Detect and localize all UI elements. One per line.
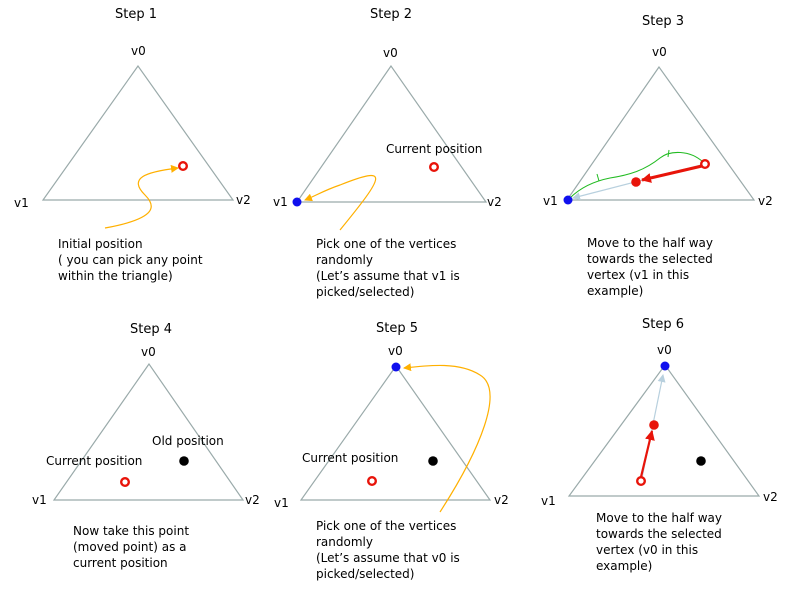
vertex-label-v1: v1 (273, 195, 288, 209)
selected-vertex-v0 (391, 362, 401, 372)
current-position-label: Current position (302, 451, 398, 465)
caption: Now take this point (moved point) as a c… (73, 524, 193, 570)
move-arrow (641, 164, 703, 183)
triangle (299, 364, 492, 501)
step-title: Step 3 (642, 14, 684, 29)
vertex-label-v0: v0 (383, 46, 398, 60)
current-point (367, 476, 378, 487)
hint-arrow (304, 174, 377, 231)
step-1-panel: Step 1 v0 v1 v2 Initial position ( you c… (14, 7, 251, 283)
old-point (636, 476, 647, 487)
new-point (631, 177, 641, 187)
caption: Initial position ( you can pick any poin… (58, 237, 206, 283)
previous-old-point (696, 456, 706, 466)
old-point (428, 456, 438, 466)
step-title: Step 2 (370, 7, 412, 22)
vertex-label-v1: v1 (543, 194, 558, 208)
selected-vertex-v1 (292, 197, 302, 207)
vertex-label-v2: v2 (245, 493, 260, 507)
caption: Pick one of the vertices randomly (Let’s… (316, 237, 464, 299)
vertex-label-v1: v1 (274, 496, 289, 510)
new-point (649, 420, 659, 430)
current-point (177, 160, 188, 171)
step-title: Step 4 (130, 322, 172, 337)
vertex-label-v2: v2 (763, 490, 778, 504)
triangle (52, 362, 245, 501)
triangle (565, 65, 756, 201)
vertex-label-v0: v0 (652, 45, 667, 59)
step-6-panel: Step 6 v0 v1 v2 Move to the half way tow… (541, 317, 778, 573)
step-title: Step 6 (642, 317, 684, 332)
old-position-label: Old position (152, 434, 224, 448)
caption: Move to the half way towards the selecte… (587, 236, 717, 298)
vertex-label-v2: v2 (758, 194, 773, 208)
step-4-panel: Step 4 v0 v1 v2 Old position Current pos… (32, 322, 260, 570)
vertex-label-v1: v1 (14, 196, 29, 210)
old-point (700, 158, 711, 169)
step-3-panel: Step 3 v0 v1 v2 Move to the half way tow… (543, 14, 773, 298)
hint-arrow (104, 164, 179, 229)
vertex-label-v2: v2 (487, 195, 502, 209)
old-point (179, 456, 189, 466)
vertex-label-v0: v0 (388, 344, 403, 358)
current-point (429, 161, 440, 172)
trajectory-curve (569, 151, 704, 199)
move-arrow (639, 430, 655, 478)
trajectory-tick (596, 173, 600, 182)
step-title: Step 1 (115, 7, 157, 22)
vertex-label-v2: v2 (494, 493, 509, 507)
selected-vertex-v1 (563, 195, 573, 205)
vertex-label-v2: v2 (236, 193, 251, 207)
caption: Move to the half way towards the selecte… (596, 511, 726, 573)
step-title: Step 5 (376, 321, 418, 336)
vertex-label-v0: v0 (141, 345, 156, 359)
step-2-panel: Step 2 v0 v1 v2 Current position Pick on… (273, 7, 502, 299)
current-point (119, 477, 130, 488)
step-5-panel: Step 5 v0 v1 v2 Current position Pick on… (274, 321, 509, 581)
current-position-label: Current position (46, 454, 142, 468)
trajectory-tick (667, 149, 670, 158)
vertex-label-v1: v1 (32, 493, 47, 507)
vertex-label-v0: v0 (131, 44, 146, 58)
caption: Pick one of the vertices randomly (Let’s… (316, 519, 464, 581)
hint-arrow (403, 363, 491, 513)
vertex-label-v1: v1 (541, 494, 556, 508)
triangle (41, 64, 235, 201)
triangle (295, 64, 488, 203)
vertex-label-v0: v0 (657, 343, 672, 357)
current-position-label: Current position (386, 142, 482, 156)
selected-vertex-v0 (660, 361, 670, 371)
triangle (567, 363, 761, 497)
